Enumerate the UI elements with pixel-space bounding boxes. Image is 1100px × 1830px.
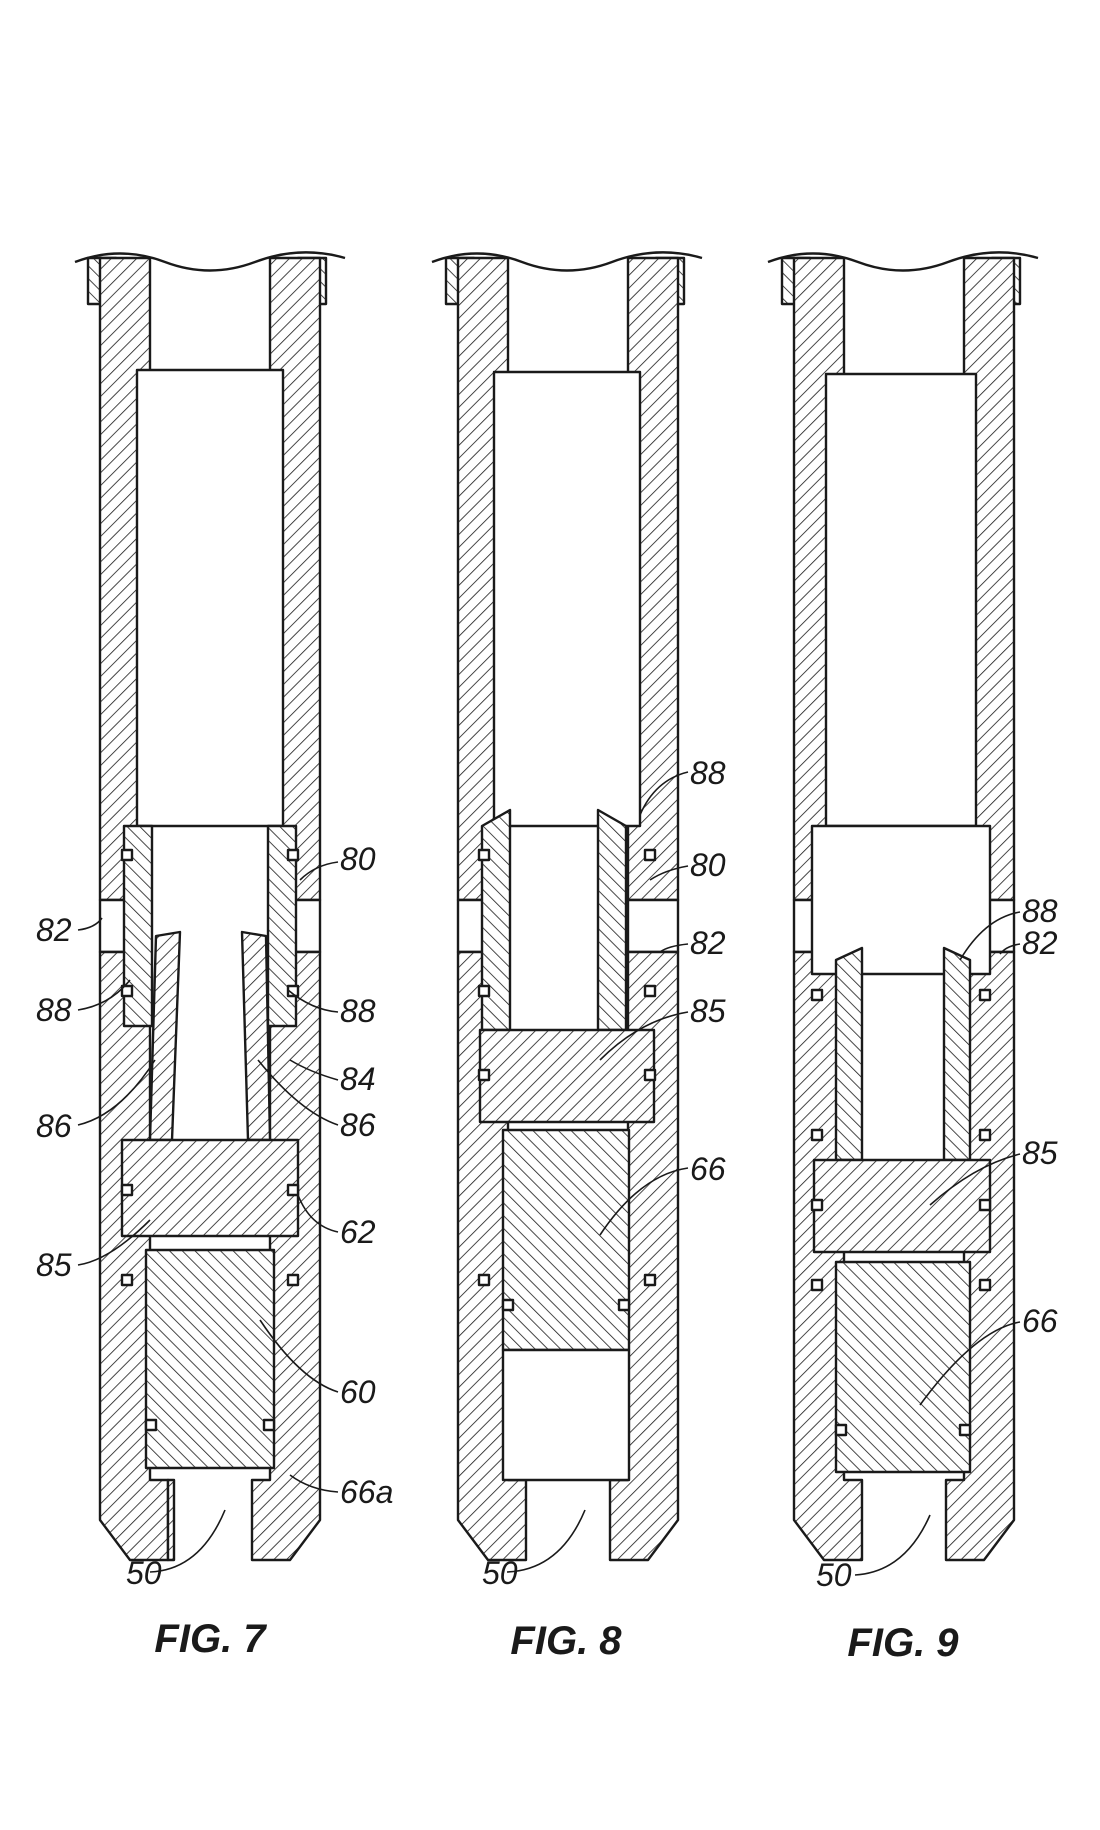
ref-66: 66	[1022, 1303, 1058, 1339]
sleeve-right	[596, 808, 628, 1032]
collet-finger-left	[148, 930, 182, 1142]
ref-85: 85	[690, 993, 726, 1029]
ref-85: 85	[36, 1247, 72, 1283]
ref-88-left: 88	[36, 992, 72, 1028]
plug	[144, 1248, 276, 1470]
nose-left	[166, 1478, 176, 1562]
ref-80: 80	[340, 841, 376, 877]
piston	[478, 1028, 656, 1124]
leader-lines	[506, 771, 689, 1573]
collet-finger-right	[240, 930, 272, 1142]
upper-bore	[135, 368, 285, 828]
lower-bore	[501, 1348, 631, 1482]
ref-60: 60	[340, 1374, 376, 1410]
ref-66: 66	[690, 1151, 726, 1187]
ref-66a: 66a	[340, 1474, 393, 1510]
figure-9-caption: FIG. 9	[847, 1621, 959, 1665]
ref-88-right: 88	[340, 993, 376, 1029]
ref-82: 82	[1022, 925, 1058, 961]
seals	[120, 848, 300, 1432]
break-line	[767, 251, 1039, 272]
housing-wall-right-lower	[944, 950, 1016, 1562]
seals	[810, 988, 992, 1437]
figure-8	[431, 251, 703, 1573]
sleeve-right	[942, 946, 972, 1162]
sleeve-left	[834, 946, 864, 1162]
plug	[501, 1128, 631, 1352]
ref-85: 85	[1022, 1135, 1058, 1171]
break-line	[74, 251, 346, 272]
ref-50: 50	[816, 1557, 852, 1593]
ref-62: 62	[340, 1214, 376, 1250]
figure-8-caption: FIG. 8	[510, 1619, 622, 1663]
fig7-reference-numerals: 82 88 86 85 80 88 84 86 62 60 66a 50	[36, 841, 393, 1591]
figure-7-caption: FIG. 7	[154, 1617, 267, 1661]
housing-wall-right-lower	[250, 950, 322, 1562]
ref-80: 80	[690, 847, 726, 883]
port-right	[626, 898, 680, 954]
plug	[834, 1260, 972, 1474]
fig9-reference-numerals: 88 82 85 66 50	[816, 893, 1058, 1593]
leader-lines	[77, 861, 339, 1573]
piston	[120, 1138, 300, 1238]
ref-50: 50	[126, 1555, 162, 1591]
break-line	[431, 251, 703, 272]
ref-82: 82	[36, 912, 72, 948]
ref-86-left: 86	[36, 1108, 72, 1144]
seals	[477, 848, 657, 1312]
upper-bore	[492, 370, 642, 828]
ref-88: 88	[690, 755, 726, 791]
middle-bore	[810, 824, 992, 976]
leader-lines	[854, 911, 1021, 1576]
figure-9	[767, 251, 1039, 1576]
piston	[812, 1158, 992, 1254]
fig8-reference-numerals: 88 80 82 85 66 50	[482, 755, 726, 1591]
ref-84: 84	[340, 1061, 376, 1097]
figure-7	[74, 251, 346, 1573]
upper-bore	[824, 372, 978, 828]
ref-88: 88	[1022, 893, 1058, 929]
ref-50: 50	[482, 1555, 518, 1591]
ref-82: 82	[690, 925, 726, 961]
ref-86-right: 86	[340, 1107, 376, 1143]
